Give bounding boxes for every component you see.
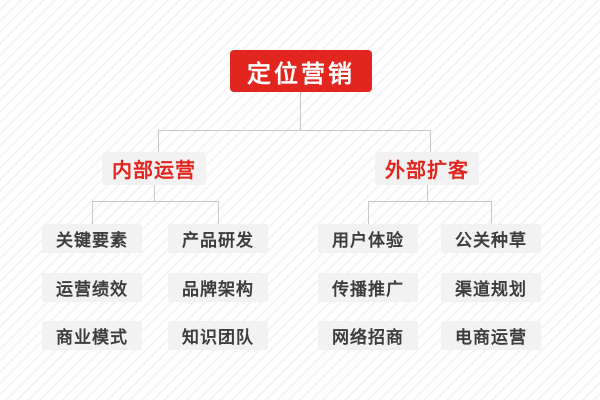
leaf-node: 用户体验 xyxy=(318,224,418,253)
root-node: 定位营销 xyxy=(230,50,372,92)
leaf-node: 网络招商 xyxy=(318,321,418,350)
leaf-node: 品牌架构 xyxy=(168,273,268,302)
leaf-node: 运营绩效 xyxy=(42,273,142,302)
connector-left-col2-drop xyxy=(218,201,219,224)
leaf-node: 商业模式 xyxy=(42,321,142,350)
connector-root-stem xyxy=(300,92,301,130)
leaf-node: 知识团队 xyxy=(168,321,268,350)
connector-right-col1-drop xyxy=(368,201,369,224)
connector-branch-right-drop xyxy=(430,130,431,153)
branch-node-external-expansion: 外部扩客 xyxy=(375,152,479,185)
connector-branch-left-drop xyxy=(158,130,159,153)
leaf-node: 产品研发 xyxy=(168,224,268,253)
connector-right-stem xyxy=(427,185,428,202)
leaf-node: 电商运营 xyxy=(441,321,541,350)
connector-right-crossbar xyxy=(368,201,492,202)
leaf-node: 公关种草 xyxy=(441,224,541,253)
leaf-node: 渠道规划 xyxy=(441,273,541,302)
leaf-node: 关键要素 xyxy=(42,224,142,253)
connector-left-col1-drop xyxy=(92,201,93,224)
connector-left-crossbar xyxy=(92,201,219,202)
connector-left-stem xyxy=(154,185,155,202)
connector-right-col2-drop xyxy=(491,201,492,224)
branch-node-internal-operations: 内部运营 xyxy=(102,152,206,185)
connector-level1-crossbar xyxy=(158,130,431,131)
leaf-node: 传播推广 xyxy=(318,273,418,302)
